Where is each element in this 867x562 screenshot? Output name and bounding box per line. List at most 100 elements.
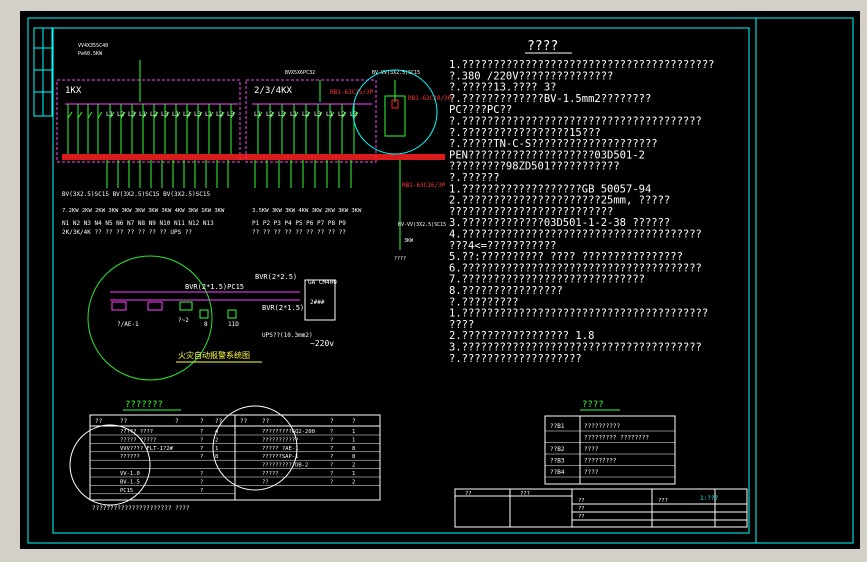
circuit-number-row-2: P1 P2 P3 P4 P5 P6 P7 P8 P9	[252, 220, 346, 227]
red-bus-label-2: RB1-63C20/3P	[408, 95, 452, 102]
breaker-switch	[341, 111, 347, 119]
legend-right-name: ??????????DB-2	[262, 463, 308, 469]
feed-cable-label: BVX5X6PC32	[285, 70, 315, 76]
legend-left-name: ????? ????	[120, 429, 153, 435]
breaker-switch	[131, 111, 137, 119]
note-line: ?.?????TN-C-S????????????????????	[449, 138, 658, 150]
legend-right-qty: 8	[352, 446, 355, 452]
legend-header-cell: ??	[120, 418, 128, 425]
breaker-switch	[164, 111, 170, 119]
breaker-phase-label: L1	[326, 111, 334, 118]
legend-title: ???????	[125, 400, 163, 410]
breaker-switch	[142, 111, 148, 119]
note-line: ?.?????????	[449, 296, 519, 308]
title-block-scale: 1:???	[700, 495, 718, 502]
legend-right-qty: 8	[352, 454, 355, 460]
legend-right-name: ???????????	[262, 437, 298, 443]
fire-controller-box[interactable]	[304, 279, 336, 321]
title-block-border	[454, 488, 748, 528]
fire-device-4: 11D	[228, 321, 239, 328]
note-line: 8.????????????????	[449, 285, 563, 297]
legend-right-name: ?????	[262, 471, 279, 477]
legend-right-unit: ?	[330, 437, 333, 443]
circuit-cable-row: BV(3X2.5)SC15 BV(3X2.5)SC15 BV(3X2.5)SC1…	[62, 191, 210, 198]
note-line: ?.?????13.???? 3?	[449, 82, 556, 94]
legend-header-cell: ?	[200, 418, 204, 425]
right-feeder-load: 3KW	[404, 238, 414, 244]
legend-left-qty: 4	[215, 429, 219, 435]
breaker-phase-label: L3	[194, 111, 202, 118]
panel-1kx-box[interactable]	[56, 79, 241, 163]
panel-234kx-box[interactable]	[245, 79, 377, 163]
breaker-switch	[293, 111, 299, 119]
breaker-switch	[77, 111, 83, 119]
breaker-switch	[305, 111, 311, 119]
breaker-phase-label: L1	[290, 111, 298, 118]
circuit-name-row-1: 2K/3K/4K ?? ?? ?? ?? ?? ?? ?? UPS ??	[62, 229, 192, 236]
outer-frame	[27, 17, 854, 544]
legend-header-cell: ??	[215, 418, 223, 425]
breaker-switch	[186, 111, 192, 119]
note-line: ????	[449, 319, 474, 331]
breaker-phase-label: L1	[205, 111, 213, 118]
note-line: 1.??????????????????????????????????????…	[449, 59, 715, 71]
incoming-cable-label: VV4X35SC40	[78, 43, 108, 49]
breaker-phase-label: L1	[172, 111, 180, 118]
breaker-switch	[153, 111, 159, 119]
note-line: ?.??????	[449, 172, 500, 184]
breaker-switch	[120, 111, 126, 119]
legend-left-qty: 2	[215, 437, 218, 443]
legend-left-unit: ?	[200, 429, 203, 435]
note-line: ??????????????????????????	[449, 206, 613, 218]
note-line: ?.?????????????BV-1.5mm2????????	[449, 93, 651, 105]
breaker-phase-label: L3	[314, 111, 322, 118]
legend-left-name: PC15	[120, 488, 133, 494]
legend-right-name: ??	[262, 479, 269, 485]
breaker-switch	[175, 111, 181, 119]
symbol-code: ??B1	[550, 423, 565, 430]
title-block-cell: ??	[578, 506, 585, 512]
legend-left-qty: 8	[215, 454, 218, 460]
red-bus-label: RB1-63C25/3P	[330, 89, 374, 96]
breaker-phase-label: L3	[278, 111, 286, 118]
legend-left-name: VV-1.0	[120, 471, 140, 477]
model-space[interactable]	[20, 11, 860, 549]
legend-right-qty: 1	[352, 437, 355, 443]
breaker-phase-label: L3	[350, 111, 358, 118]
legend-left-name: BV-1.5	[120, 479, 140, 485]
legend-left-qty: 1	[215, 446, 218, 452]
title-block-cell: ??	[578, 514, 585, 520]
title-block-cell: ???	[658, 498, 668, 504]
legend-right-unit: ?	[330, 454, 333, 460]
distribution-schematic: VV4X35SC40 Pe60.5KW BVX5X6PC32 BV-VV(3X2…	[56, 43, 452, 262]
note-line: 5.??:?????????? ???? ????????????????	[449, 251, 683, 263]
note-line: 1.??????????????????????????????????????…	[449, 308, 708, 320]
legend-right-name: ?????????GQ2-200	[262, 429, 315, 435]
inner-frame	[52, 27, 750, 534]
note-line: 4.??????????????????????????????????????	[449, 229, 702, 241]
symbol-table-border	[544, 415, 676, 485]
circuit-load-row-1: 7.2KW 2KW 2KW 3KW 3KW 3KW 3KW 3KW 4KW 3K…	[62, 208, 225, 214]
legend-right-qty: 1	[352, 471, 355, 477]
right-feeder-label: BV-VV(3X2.5)SC15	[398, 222, 446, 228]
note-line: ???4<=???????????	[449, 240, 556, 252]
legend-left-unit: ?	[200, 471, 203, 477]
breaker-switch	[281, 111, 287, 119]
breaker-switch	[353, 111, 359, 119]
fire-diagram-title: 火灾自动报警系统图	[178, 350, 250, 360]
legend-header-cell: ?	[330, 418, 334, 425]
breaker-phase-label: L3	[227, 111, 235, 118]
legend-right-unit: ?	[330, 463, 333, 469]
symbol-table: ???? ??B1??????????????????? ??????????B…	[544, 400, 676, 485]
title-block-cell: ???	[520, 491, 530, 497]
note-line: 1.???????????????????GB 50057-94	[449, 183, 651, 195]
fire-power-label: UPS??(10.3mm2)	[262, 332, 313, 339]
breaker-phase-label: L1	[106, 111, 114, 118]
note-line: 2.??????????????????????25mm, ?????	[449, 195, 670, 207]
note-line: PC????PC??	[449, 104, 512, 116]
legend-left-name: ????? ?????	[120, 437, 156, 443]
legend-right-name: ??????SAP-1	[262, 454, 298, 460]
breaker-phase-label: L3	[128, 111, 136, 118]
legend-header-cell: ??	[240, 418, 248, 425]
